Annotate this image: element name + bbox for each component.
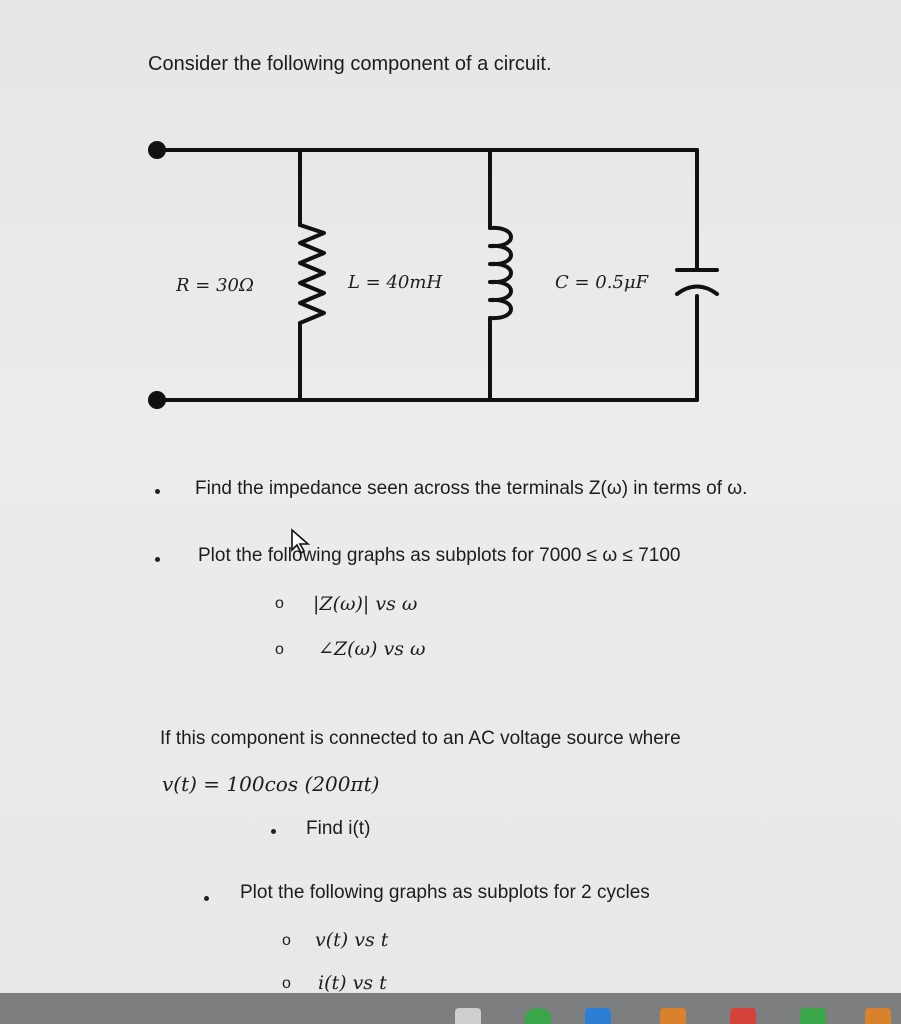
capacitor-plate-bottom — [675, 284, 719, 296]
ac-intro: If this component is connected to an AC … — [160, 728, 681, 749]
office-icon[interactable] — [660, 1008, 686, 1024]
mouse-cursor-icon — [291, 528, 311, 554]
terminal-top — [148, 141, 166, 159]
bullet-dot — [155, 489, 160, 494]
inductor-label: L = 40mH — [347, 272, 442, 293]
plot-cycles: Plot the following graphs as subplots fo… — [240, 882, 650, 903]
plot-voltage: v(t) vs t — [315, 929, 389, 951]
bullet-dot — [155, 557, 160, 562]
app-icon[interactable] — [455, 1008, 481, 1024]
resistor-symbol — [298, 223, 326, 325]
task-find-impedance: Find the impedance seen across the termi… — [195, 478, 748, 499]
mail-icon[interactable] — [865, 1008, 891, 1024]
taskbar — [0, 993, 901, 1024]
circle-bullet: o — [275, 595, 284, 612]
terminal-bottom — [148, 391, 166, 409]
bullet-dot — [271, 829, 276, 834]
find-current: Find i(t) — [306, 818, 371, 839]
ac-equation: v(t) = 100cos (200πt) — [162, 772, 380, 796]
circuit-diagram: R = 30Ω L = 40mH C = 0.5μF — [148, 141, 719, 409]
inductor-symbol — [488, 225, 513, 321]
plot-current: i(t) vs t — [318, 972, 387, 994]
bullet-dot — [204, 896, 209, 901]
circle-bullet: o — [275, 641, 284, 658]
resistor-label: R = 30Ω — [175, 275, 254, 296]
task-plot-impedance: Plot the following graphs as subplots fo… — [198, 545, 681, 566]
subitem-angle: ∠Z(ω) vs ω — [318, 638, 426, 660]
browser-icon[interactable] — [525, 1008, 551, 1024]
subitem-magnitude: |Z(ω)| vs ω — [313, 593, 418, 615]
circle-bullet: o — [282, 975, 291, 992]
media-icon[interactable] — [730, 1008, 756, 1024]
folder-icon[interactable] — [585, 1008, 611, 1024]
circle-bullet: o — [282, 932, 291, 949]
page-title: Consider the following component of a ci… — [148, 53, 552, 75]
store-icon[interactable] — [800, 1008, 826, 1024]
capacitor-label: C = 0.5μF — [555, 272, 650, 293]
